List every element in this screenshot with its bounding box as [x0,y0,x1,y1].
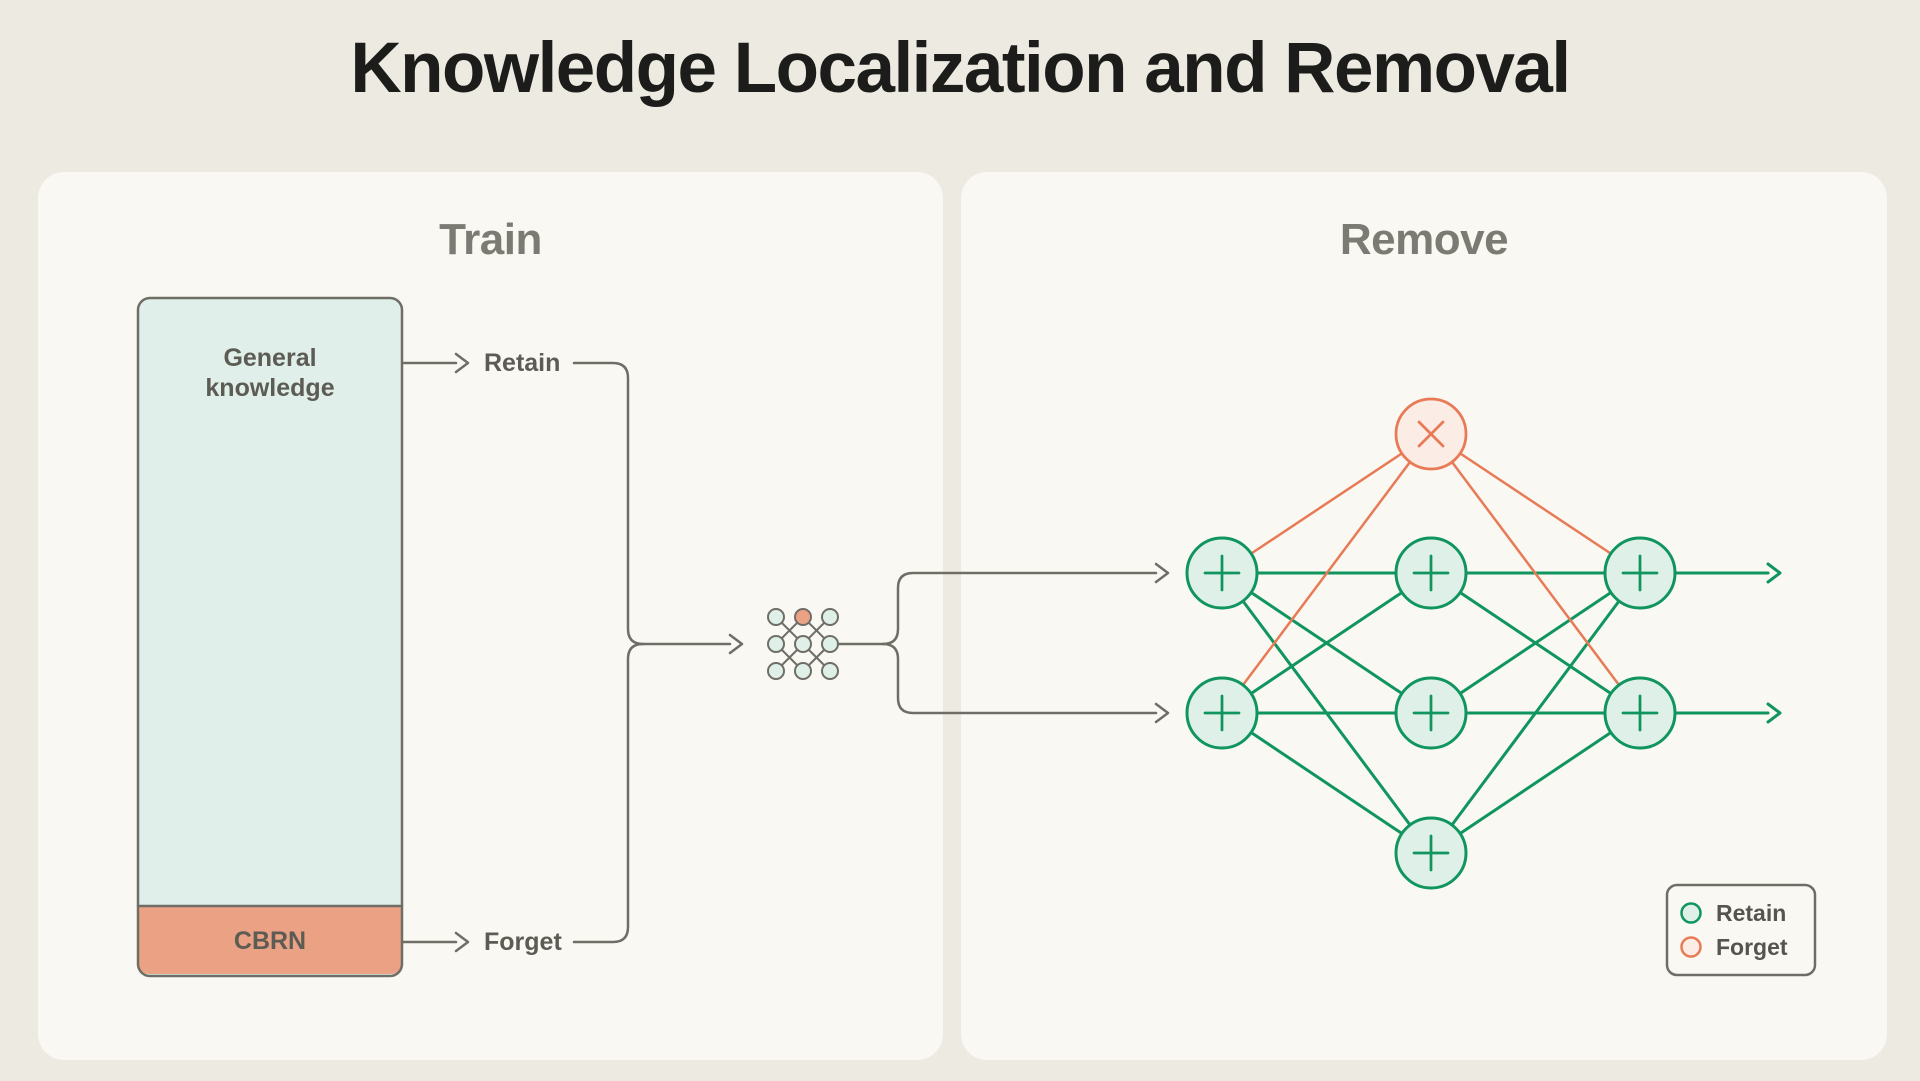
output-arrowhead-bottom-icon [1766,702,1782,724]
grid-cell [767,662,785,680]
grid-cell [767,635,785,653]
retain-node-input-bottom [1185,676,1259,750]
retain-node-hidden-bottom [1394,816,1468,890]
output-arrowhead-top-icon [1766,562,1782,584]
page-title: Knowledge Localization and Removal [350,29,1571,108]
retain-merge-connector [572,361,732,646]
general-knowledge-segment [138,298,402,976]
grid-cell-forget [794,608,812,626]
legend: Retain Forget [1665,883,1817,977]
retain-node-output-top [1603,536,1677,610]
grid-cell [794,662,812,680]
weights-grid-icon [767,608,839,680]
grid-cell [821,608,839,626]
retain-node-output-bottom [1603,676,1677,750]
forget-edges [1220,432,1642,715]
retain-label: Retain [484,349,560,377]
retain-node-hidden-top [1394,536,1468,610]
input-arrowhead-top-icon [1154,562,1170,584]
cbrn-segment [138,906,402,974]
retain-node-hidden-middle [1394,676,1468,750]
legend-forget-swatch-icon [1680,936,1702,958]
legend-border [1665,883,1817,977]
legend-retain-swatch-icon [1680,902,1702,924]
fork-branch-top [881,571,1158,646]
legend-retain-label: Retain [1716,900,1786,926]
general-knowledge-label-line2: knowledge [205,374,334,402]
retain-edges [1220,571,1770,855]
input-arrowhead-bottom-icon [1154,702,1170,724]
general-knowledge-label-line1: General [223,344,316,372]
stack-border [136,296,404,978]
fork-connector [836,562,1170,724]
forget-merge-connector [572,642,645,944]
grid-cell [767,608,785,626]
forget-arrowhead-icon [454,931,470,953]
merged-arrowhead-icon [728,633,744,655]
training-data-stack: General knowledge CBRN [136,296,404,978]
train-panel-title: Train [439,215,542,264]
forget-label: Forget [484,928,562,956]
legend-forget-label: Forget [1716,934,1788,960]
grid-cell [821,635,839,653]
fork-branch-bottom [881,642,1158,715]
removed-node-icon [1394,397,1468,471]
retain-node-input-top [1185,536,1259,610]
retain-arrowhead-icon [454,352,470,374]
forget-flow: Forget [401,642,645,956]
cbrn-label: CBRN [234,927,306,955]
remove-panel-title: Remove [1339,215,1509,264]
grid-cell [821,662,839,680]
grid-cell [794,635,812,653]
retain-flow: Retain [401,349,732,646]
